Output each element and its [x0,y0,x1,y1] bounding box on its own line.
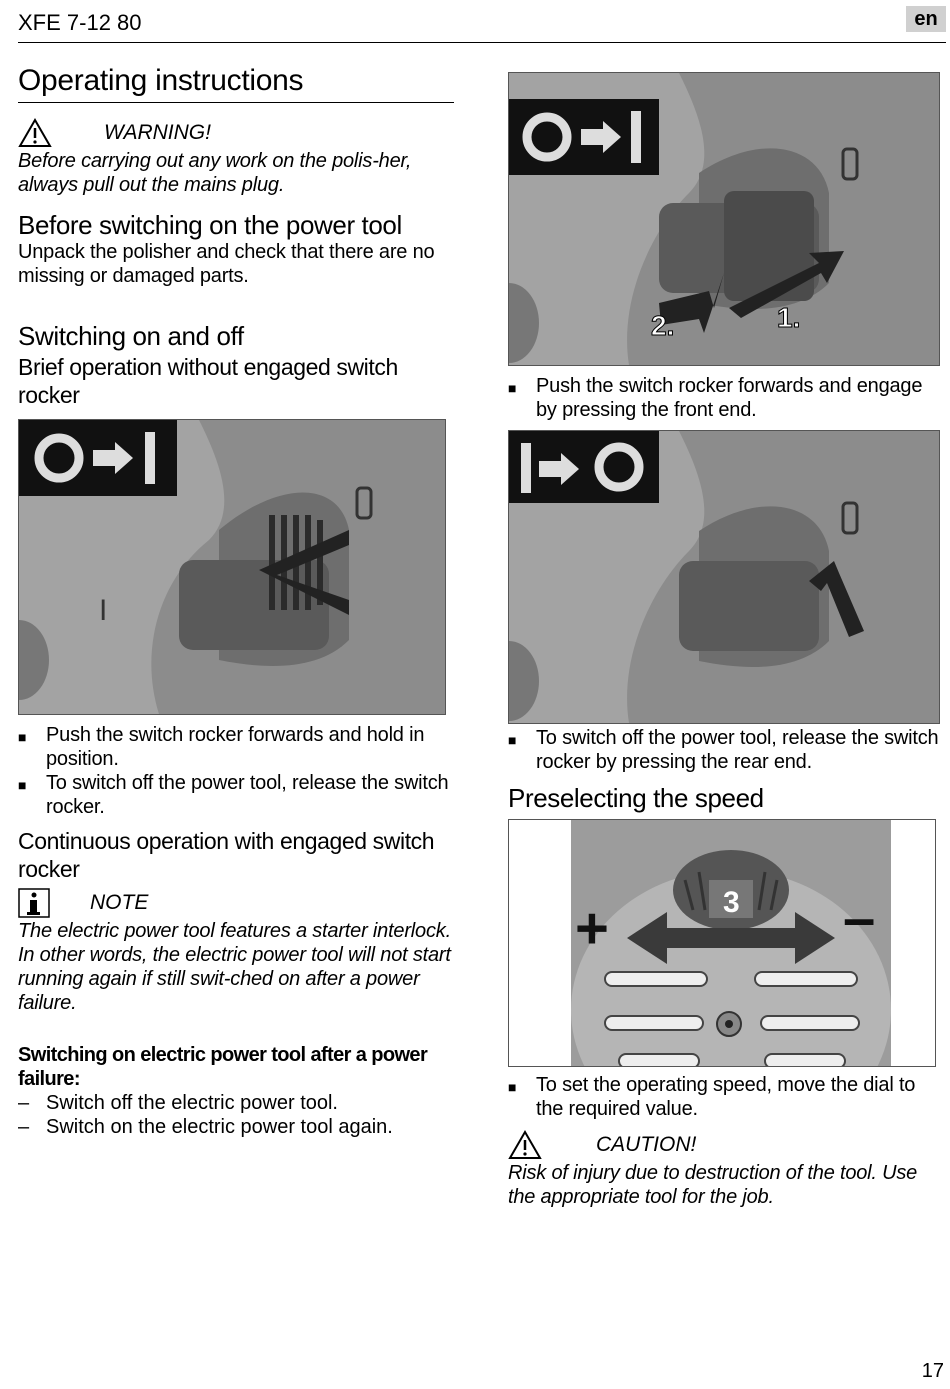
switch-title: Switching on and off [18,321,244,351]
header-rule [18,42,946,43]
square-bullet-icon: ■ [18,729,27,745]
dial-plus-mark: + [575,896,609,961]
square-bullet-icon: ■ [508,380,517,396]
note-notice: NOTE [18,887,454,919]
caution-label: CAUTION! [596,1133,697,1156]
warning-text: Before carrying out any work on the poli… [18,150,412,196]
document-model: XFE 7-12 80 [18,10,142,35]
warning-label: WARNING! [104,121,211,144]
switch-rocker-figure-release [508,430,940,724]
left-column: Operating instructions WARNING! Before c… [18,64,454,1139]
speed-title: Preselecting the speed [508,783,764,813]
square-bullet-icon: ■ [508,1079,517,1095]
speed-dial-figure: 3 + – [508,819,936,1067]
caution-text: Risk of injury due to destruction of the… [508,1162,918,1208]
warning-notice: WARNING! [18,117,454,149]
brief-bullet-list: ■Push the switch rocker forwards and hol… [18,723,454,819]
before-title: Before switching on the power tool [18,210,402,240]
list-item: –Switch off the electric power tool. [18,1092,338,1114]
power-fail-title: Switching on electric power tool after a… [18,1044,428,1090]
power-fail-steps: –Switch off the electric power tool. –Sw… [18,1091,454,1139]
warning-triangle-icon [18,118,52,147]
section-rule [18,102,454,103]
speed-bullet: ■To set the operating speed, move the di… [508,1074,916,1120]
figure-step-2: 2. [651,310,674,341]
before-text: Unpack the polisher and check that there… [18,241,435,287]
note-text: The electric power tool features a start… [18,920,451,1014]
list-item: ■To switch off the power tool, release t… [18,772,449,818]
list-item: ■Push the switch rocker forwards and hol… [18,724,425,770]
note-label: NOTE [90,891,149,914]
figure-step-1: 1. [777,302,800,333]
language-badge: en [906,6,946,32]
switch-rocker-figure-engage: 2. 1. [508,72,940,366]
warning-triangle-icon [508,1130,542,1159]
dial-minus-mark: – [843,886,875,951]
page-number: 17 [921,1360,944,1382]
right-column: 2. 1. ■Push the switch rocker forwards a… [508,72,942,1209]
square-bullet-icon: ■ [508,732,517,748]
square-bullet-icon: ■ [18,777,27,793]
switch-rocker-figure-hold: I [18,419,446,715]
continuous-title: Continuous operation with engaged switch… [18,828,435,882]
caution-notice: CAUTION! [508,1129,942,1161]
engage-bullet: ■Push the switch rocker forwards and eng… [508,375,923,421]
release-bullet: ■To switch off the power tool, release t… [508,727,939,773]
brief-title: Brief operation without engaged switch r… [18,354,398,408]
dial-value: 3 [723,886,740,919]
section-title: Operating instructions [18,64,304,97]
info-icon [18,888,50,918]
figure-on-mark: I [99,594,107,627]
list-item: –Switch on the electric power tool again… [18,1116,393,1138]
